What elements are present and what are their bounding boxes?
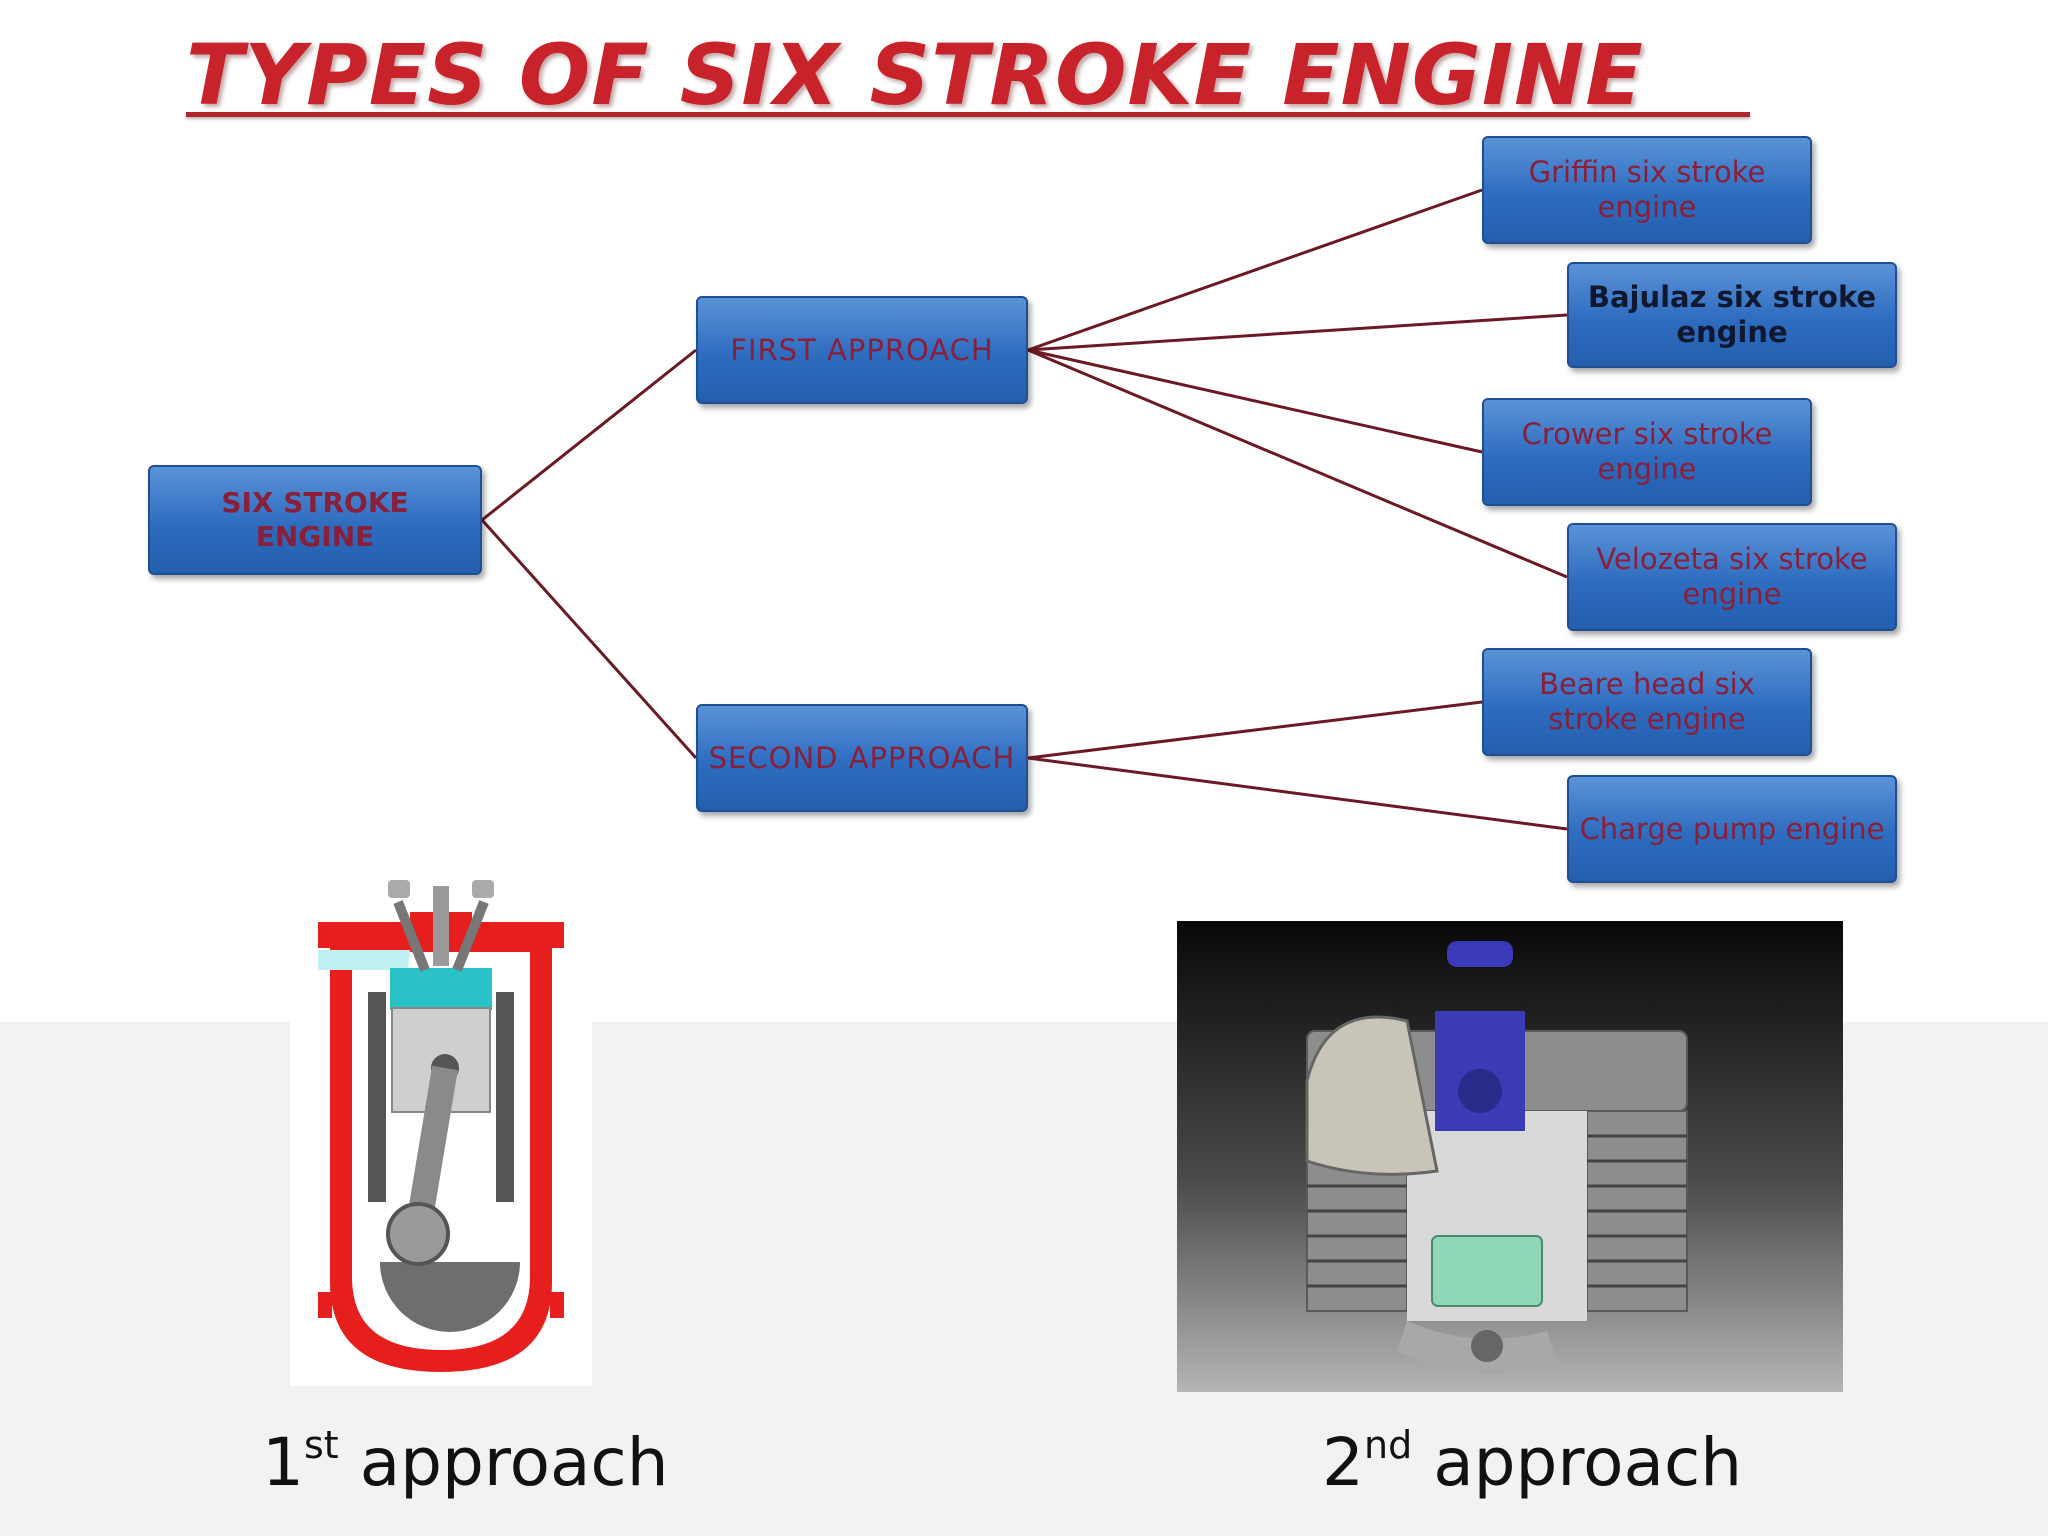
engine-cross-section-illustration xyxy=(318,880,564,1372)
connector-second-charge xyxy=(1027,756,1568,831)
second-approach-caption: 2nd approach xyxy=(1322,1423,1743,1501)
connector-root-second xyxy=(480,518,698,760)
node-griffin-engine: Griffin six stroke engine xyxy=(1482,136,1812,244)
first-caption-suffix: st xyxy=(304,1423,339,1467)
node-bajulaz-engine: Bajulaz six stroke engine xyxy=(1567,262,1897,368)
node-second-approach: SECOND APPROACH xyxy=(696,704,1028,812)
first-approach-caption: 1st approach xyxy=(262,1423,669,1501)
connector-lines xyxy=(480,188,1568,831)
node-velozeta-engine: Velozeta six stroke engine xyxy=(1567,523,1897,631)
node-crower-engine: Crower six stroke engine xyxy=(1482,398,1812,506)
first-approach-engine-image xyxy=(290,872,592,1386)
slide-title: TYPES OF SIX STROKE ENGINE xyxy=(186,26,1644,124)
first-caption-text: approach xyxy=(359,1424,669,1501)
second-caption-suffix: nd xyxy=(1364,1423,1413,1467)
node-six-stroke-engine: SIX STROKE ENGINE xyxy=(148,465,482,575)
connector-first-bajulaz xyxy=(1027,313,1568,352)
node-beare-head-engine: Beare head six stroke engine xyxy=(1482,648,1812,756)
connector-first-crower xyxy=(1027,348,1483,454)
connector-first-griffin xyxy=(1027,188,1483,352)
connector-second-beare xyxy=(1027,700,1483,760)
second-caption-number: 2 xyxy=(1322,1424,1364,1501)
connector-root-first xyxy=(481,348,697,522)
node-first-approach: FIRST APPROACH xyxy=(696,296,1028,404)
node-charge-pump-engine: Charge pump engine xyxy=(1567,775,1897,883)
first-caption-number: 1 xyxy=(262,1424,304,1501)
connector-first-velozeta xyxy=(1027,348,1568,579)
engine-render-illustration xyxy=(1305,941,1688,1374)
title-underline xyxy=(186,112,1750,117)
second-caption-text: approach xyxy=(1433,1424,1743,1501)
second-approach-engine-image xyxy=(1177,921,1843,1392)
